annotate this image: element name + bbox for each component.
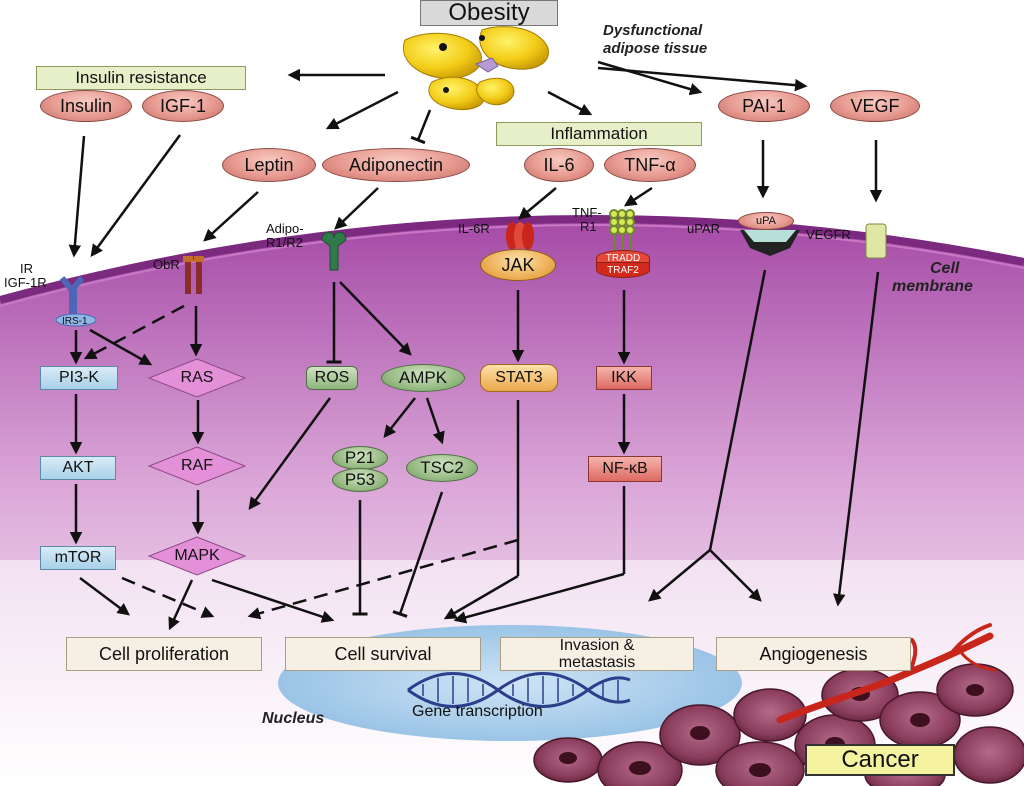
connector-arrow xyxy=(547,90,593,116)
adipor-label-2: R1/R2 xyxy=(266,235,303,250)
connector-arrow xyxy=(168,579,194,631)
nucleus-label: Nucleus xyxy=(262,710,325,727)
igf1-node: IGF-1 xyxy=(142,90,224,122)
invasion-label: Invasion & xyxy=(559,637,635,654)
upar-receptor-icon xyxy=(740,230,800,256)
connector-arrow xyxy=(247,538,519,620)
connector-arrow xyxy=(425,397,445,445)
leptin-node: Leptin xyxy=(222,148,316,182)
il6r-receptor-icon xyxy=(506,222,534,250)
irs1-label: IRS-1 xyxy=(62,316,88,327)
connector-arrow xyxy=(832,271,880,607)
metastasis-label: metastasis xyxy=(558,654,636,671)
upar-label: uPAR xyxy=(687,221,720,236)
ir-receptor-icon xyxy=(55,276,97,327)
connector-arrow xyxy=(597,66,808,92)
nfkb-node: NF-κB xyxy=(588,456,662,482)
ampk-node: AMPK xyxy=(381,364,465,392)
angiogenesis-box: Angiogenesis xyxy=(716,637,911,671)
igf1r-label: IGF-1R xyxy=(4,275,47,290)
adiponectin-node: Adiponectin xyxy=(322,148,470,182)
connector-arrow xyxy=(203,191,259,242)
connector-arrow xyxy=(68,135,86,258)
p53-node: P53 xyxy=(332,468,388,492)
dna-helix-icon xyxy=(407,672,631,708)
il6-node: IL-6 xyxy=(524,148,594,182)
akt-node: AKT xyxy=(40,456,116,480)
inflammation-label: Inflammation xyxy=(496,122,702,146)
connector-arrow xyxy=(83,304,185,360)
connector-arrow xyxy=(121,576,215,618)
insulin-node: Insulin xyxy=(40,90,132,122)
cell-proliferation-box: Cell proliferation xyxy=(66,637,262,671)
adipor-label-1: Adipo- xyxy=(266,221,304,236)
adipor-receptor-icon xyxy=(321,231,347,271)
insulin-resistance-label: Insulin resistance xyxy=(36,66,246,90)
connector-arrow xyxy=(211,578,335,623)
connector-arrow xyxy=(709,549,762,602)
connector-arrow xyxy=(383,397,416,438)
connector-arrow xyxy=(79,577,130,616)
upa-node: uPA xyxy=(738,212,794,230)
pi3k-node: PI3-K xyxy=(40,366,118,390)
connector-arrow xyxy=(623,186,653,207)
tsc2-node: TSC2 xyxy=(406,454,478,482)
tnfr-receptor-icon xyxy=(609,209,635,252)
mapk-node: MAPK xyxy=(174,547,220,564)
ras-diamond xyxy=(148,358,246,398)
dysfunctional-label-2: adipose tissue xyxy=(603,40,708,57)
connector-arrow xyxy=(708,269,767,551)
raf-node: RAF xyxy=(181,457,213,474)
connector-arrow xyxy=(453,572,625,624)
jak-node: JAK xyxy=(480,249,556,281)
connector-arrow xyxy=(443,574,519,620)
raf-diamond xyxy=(148,446,246,486)
mtor-node: mTOR xyxy=(40,546,116,570)
obr-label: ObR xyxy=(153,257,180,272)
cell-survival-box: Cell survival xyxy=(285,637,481,671)
tnfa-node: TNF-α xyxy=(604,148,696,182)
tnfr-label-1: TNF- xyxy=(572,205,602,220)
ikk-node: IKK xyxy=(596,366,652,390)
vegf-node: VEGF xyxy=(830,90,920,122)
p21-node: P21 xyxy=(332,446,388,470)
vegfr-label: VEGFR xyxy=(806,227,851,242)
dysfunctional-label-1: Dysfunctional xyxy=(603,22,703,39)
ir-label: IR xyxy=(20,261,33,276)
pai1-node: PAI-1 xyxy=(718,90,810,122)
cancer-label: Cancer xyxy=(805,744,955,776)
membrane-label-1: Cell xyxy=(930,260,960,277)
membrane-label-2: membrane xyxy=(892,278,973,295)
connector-arrow xyxy=(518,187,557,220)
adipose-tissue-icon xyxy=(403,26,549,110)
stat3-node: STAT3 xyxy=(480,364,558,392)
connector-arrow xyxy=(597,60,703,96)
connector-arrow xyxy=(339,281,412,356)
mapk-diamond xyxy=(148,536,246,576)
connector-arrow xyxy=(392,491,444,618)
connector-arrow xyxy=(89,328,153,366)
obesity-title: Obesity xyxy=(420,0,558,26)
connector-arrow xyxy=(325,90,399,130)
tnfr-label-2: R1 xyxy=(580,219,597,234)
blood-vessel xyxy=(776,623,997,724)
traf2-node: TRAF2 xyxy=(596,262,650,278)
vegfr-receptor-icon xyxy=(865,223,887,259)
obr-receptor-icon xyxy=(183,256,204,294)
gene-transcription-label: Gene transcription xyxy=(412,703,543,720)
ros-node: ROS xyxy=(306,366,358,390)
connector-arrow xyxy=(410,109,432,145)
connector-arrow xyxy=(90,134,182,258)
connector-arrow xyxy=(648,549,711,602)
ras-node: RAS xyxy=(180,369,214,386)
invasion-metastasis-box: Invasion & metastasis xyxy=(500,637,694,671)
connector-arrow xyxy=(248,397,332,511)
il6r-label: IL-6R xyxy=(458,221,490,236)
connector-arrow xyxy=(334,187,379,230)
